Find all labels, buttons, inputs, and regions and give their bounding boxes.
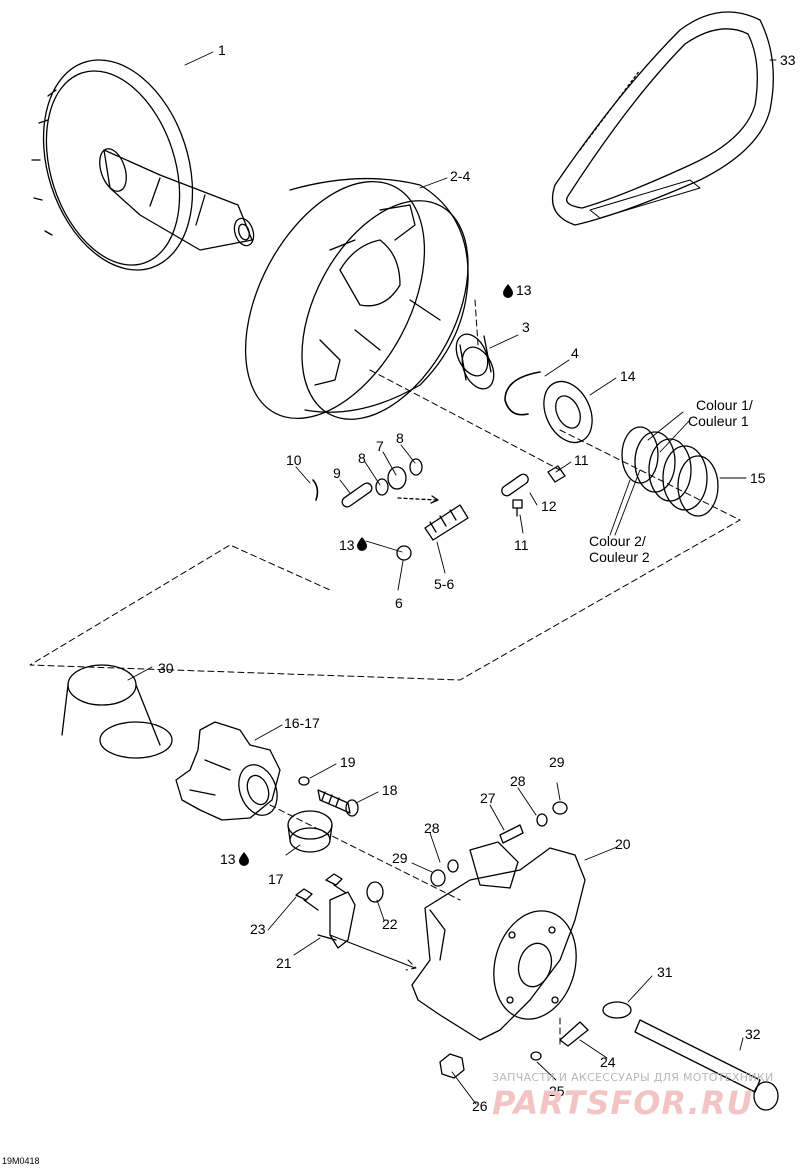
callout-12: 12 (541, 498, 557, 514)
callout-11-bottom: 11 (514, 537, 529, 553)
grease-symbols (239, 284, 513, 866)
part-30-sleeve (61, 664, 173, 759)
colour-2-label: Colour 2/ (589, 533, 646, 549)
part-19-washer (298, 776, 310, 786)
callout-32: 32 (745, 1026, 761, 1042)
part-33-belt (551, 11, 774, 226)
callout-21: 21 (276, 955, 292, 971)
watermark-tagline: ЗАПЧАСТИ И АКСЕССУАРЫ ДЛЯ МОТОТЕХНИКИ (492, 1071, 774, 1084)
parts-27-28-29 (430, 801, 568, 887)
callout-24: 24 (600, 1054, 616, 1070)
callout-11-top: 11 (574, 452, 589, 468)
part-15-spring (621, 426, 719, 517)
couleur-2-label: Couleur 2 (589, 549, 650, 565)
callout-3: 3 (522, 319, 530, 335)
part-16-17-hub (175, 721, 281, 821)
callout-29-bottom: 29 (392, 850, 408, 866)
part-4-circlip (504, 371, 541, 416)
callout-15: 15 (750, 470, 766, 486)
callout-13-bottom: 13 (220, 851, 236, 867)
callout-26: 26 (472, 1098, 488, 1114)
part-3-bushing (455, 333, 495, 390)
callout-22: 22 (382, 916, 398, 932)
callout-19: 19 (340, 754, 356, 770)
callout-9: 9 (333, 465, 341, 481)
callout-13-top: 13 (516, 282, 532, 298)
callout-17: 17 (268, 871, 284, 887)
callout-30: 30 (158, 660, 174, 676)
colour-1-label: Colour 1/ (696, 397, 753, 413)
callout-1: 1 (218, 42, 226, 58)
callout-20: 20 (615, 836, 631, 852)
callout-25: 25 (549, 1083, 565, 1099)
callout-2-4: 2-4 (450, 168, 471, 184)
callout-8-right: 8 (396, 430, 404, 446)
callout-27: 27 (480, 790, 496, 806)
couleur-1-label: Couleur 1 (688, 413, 749, 429)
leader-lines (127, 51, 777, 1105)
part-14-washer (543, 380, 593, 444)
callout-18: 18 (382, 782, 398, 798)
callout-6: 6 (395, 595, 403, 611)
parts-21-22-23 (295, 873, 384, 949)
parts-24-25-26-31-32 (439, 1001, 779, 1111)
callout-14: 14 (620, 368, 636, 384)
callout-23: 23 (250, 921, 266, 937)
assembly-dashed-lines (29, 299, 741, 1046)
part-20-arm-housing (411, 841, 586, 1041)
callout-28-top: 28 (510, 773, 526, 789)
callout-7: 7 (376, 438, 384, 454)
callout-28-bottom: 28 (424, 820, 440, 836)
watermark-logo: PARTSFOR.RU (492, 1084, 754, 1122)
part-18-screw (317, 789, 359, 817)
part-2-4-movable-sheave (244, 177, 469, 420)
callout-5-6: 5-6 (434, 576, 455, 592)
callout-31: 31 (657, 964, 673, 980)
parts-5-to-12-hardware (312, 458, 566, 561)
figure-code: 19M0418 (2, 1156, 40, 1166)
part-17-bushing (287, 810, 333, 853)
callout-16-17: 16-17 (284, 715, 320, 731)
callout-8-left: 8 (358, 450, 366, 466)
callout-33: 33 (780, 52, 796, 68)
part-1-fixed-sheave (31, 59, 255, 271)
callout-10: 10 (286, 452, 302, 468)
callout-29-top: 29 (549, 754, 565, 770)
callout-4: 4 (571, 345, 579, 361)
callout-13-mid: 13 (339, 537, 355, 553)
